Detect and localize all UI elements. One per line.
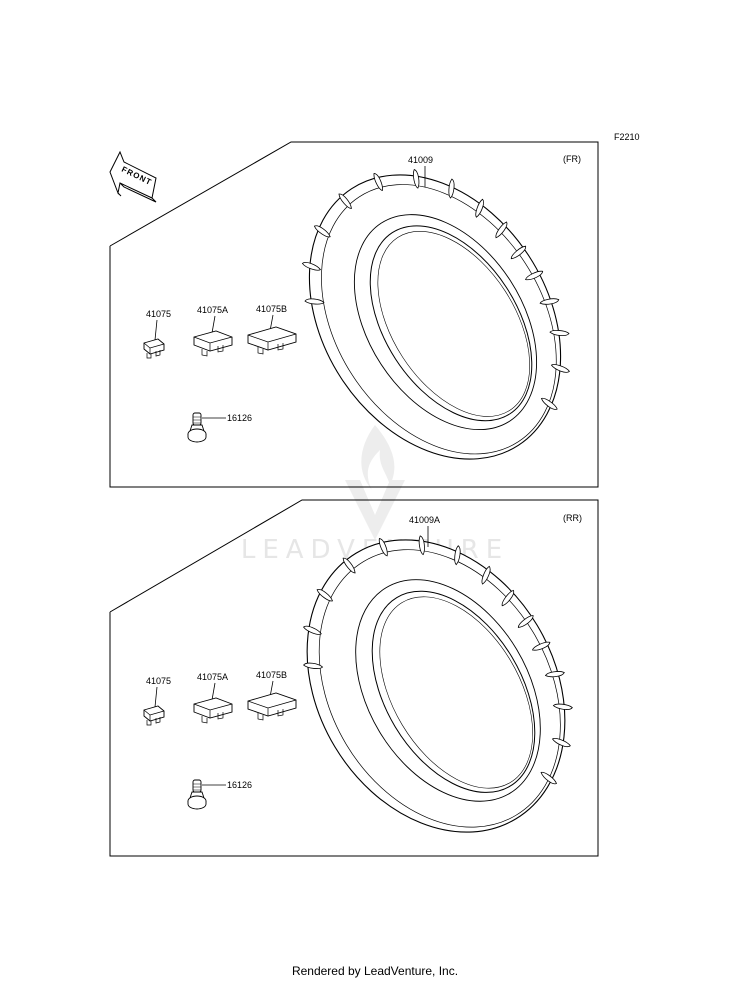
rear-position-label: (RR): [563, 513, 582, 523]
front-weight-long-icon: [247, 326, 297, 355]
rear-part-41075a-label: 41075A: [197, 672, 228, 682]
rear-weight-icon: [193, 697, 233, 724]
rear-clip-icon: [143, 705, 165, 726]
front-tire-part-label: 41009: [408, 155, 433, 165]
rear-part-41075b-label: 41075B: [256, 670, 287, 680]
rear-part-41075-label: 41075: [146, 676, 171, 686]
footer-credit: Rendered by LeadVenture, Inc.: [291, 964, 459, 978]
diagram-code: F2210: [614, 132, 640, 142]
watermark-logo: [345, 425, 405, 540]
front-part-41075a-label: 41075A: [197, 305, 228, 315]
rear-tire-part-label: 41009A: [409, 515, 440, 525]
rear-weight-long-icon: [247, 692, 297, 721]
front-part-41075-label: 41075: [146, 309, 171, 319]
rear-tire: [302, 535, 573, 833]
rear-valve-part-label: 16126: [227, 780, 252, 790]
front-valve-part-label: 16126: [227, 413, 252, 423]
front-position-label: (FR): [563, 154, 581, 164]
front-panel: (FR): [109, 141, 599, 488]
front-arrow-icon: FRONT: [109, 150, 157, 203]
front-tire: [301, 168, 571, 460]
rear-panel: (RR): [109, 499, 599, 857]
front-valve-icon: [187, 412, 207, 443]
front-weight-icon: [193, 330, 233, 357]
front-clip-icon: [143, 338, 165, 359]
front-part-41075b-label: 41075B: [256, 304, 287, 314]
rear-valve-icon: [187, 779, 207, 810]
